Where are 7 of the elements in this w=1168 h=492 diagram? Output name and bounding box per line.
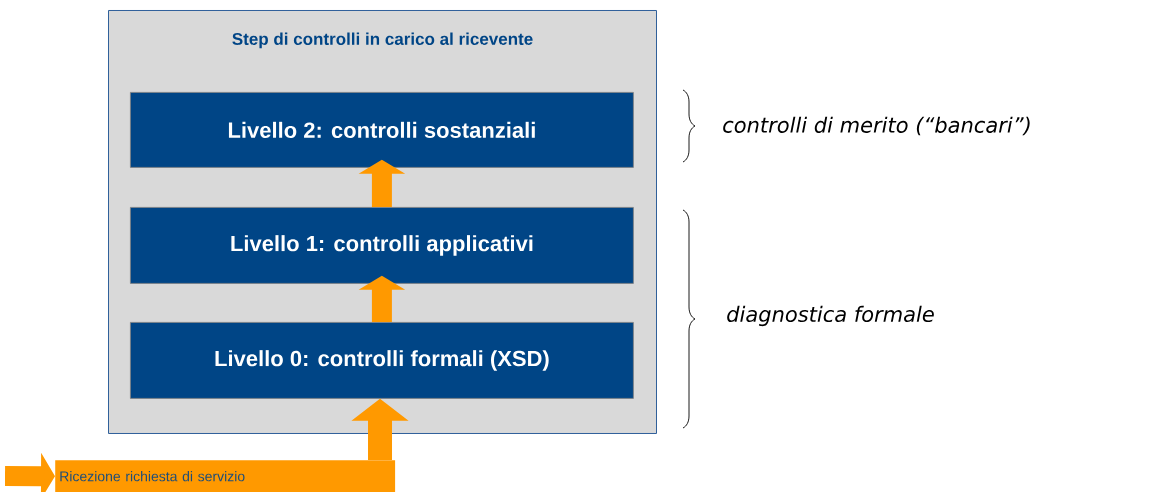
level-box: Livello 2: controlli sostanziali <box>130 92 634 168</box>
level-box: Livello 0: controlli formali (XSD) <box>130 322 634 399</box>
brace-label: controlli di merito (“bancari”) <box>723 116 1030 136</box>
level-box: Livello 1: controlli applicativi <box>130 207 634 284</box>
brace-label: diagnostica formale <box>727 305 934 327</box>
arrow <box>4 452 55 492</box>
input-band: Ricezione richiesta di servizio <box>55 460 396 492</box>
